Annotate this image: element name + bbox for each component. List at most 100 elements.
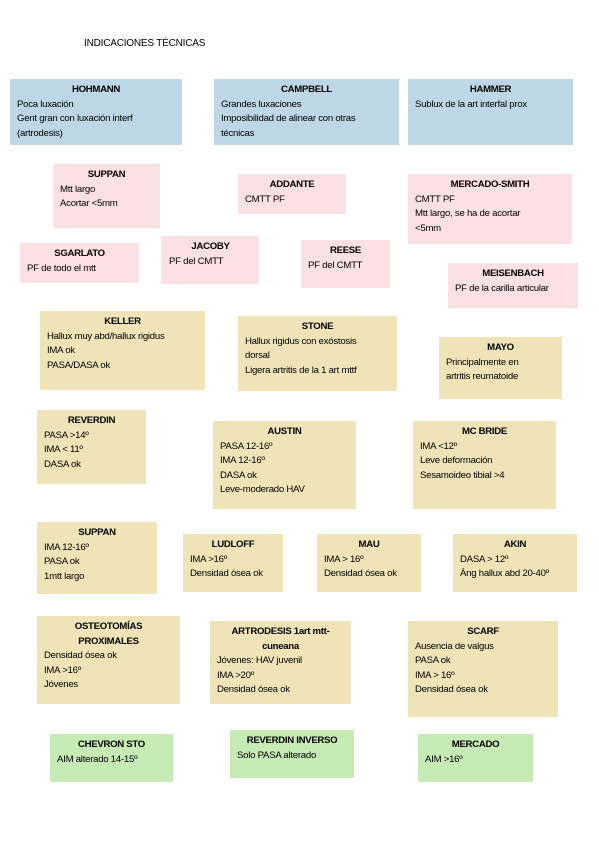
card-line: Hallux muy abd/hallux rigidus	[47, 330, 165, 342]
card-title: REVERDIN INVERSO	[246, 735, 338, 746]
card-title: STONE	[301, 321, 334, 332]
card-line: IMA > 16º	[415, 669, 455, 681]
card-line: PASA >14º	[44, 429, 89, 441]
card-suppan-2: SUPPAN IMA 12-16º PASA ok 1mtt largo	[37, 522, 157, 594]
card-title: OSTEOTOMÍAS PROXIMALES	[74, 621, 143, 647]
card-sgarlato: SGARLATO PF de todo el mtt	[20, 243, 139, 283]
card-meisenbach: MEISENBACH PF de la carilla articular	[448, 263, 578, 308]
card-line: Sesamoideo tibial >4	[420, 469, 505, 481]
card-title: SGARLATO	[54, 248, 105, 259]
card-title: REVERDIN	[67, 415, 116, 426]
card-mercado-smith: MERCADO-SMITH CMTT PF Mtt largo, se ha d…	[408, 174, 572, 244]
card-line: (artrodesis)	[17, 127, 63, 139]
card-line: AIM >16º	[425, 753, 463, 765]
card-reverdin-inverso: REVERDIN INVERSO Solo PASA alterado	[230, 730, 354, 778]
card-title: CAMPBELL	[281, 84, 332, 95]
card-line: IMA < 11º	[44, 444, 83, 456]
card-line: DASA > 12º	[460, 553, 509, 565]
card-akin: AKIN DASA > 12º Áng hallux abd 20-40º	[453, 534, 577, 592]
card-line: DASA ok	[44, 458, 81, 470]
card-line: Densidad ósea ok	[190, 568, 263, 580]
card-title: LUDLOFF	[211, 539, 255, 550]
card-title: MAYO	[487, 342, 514, 353]
card-ludloff: LUDLOFF IMA >16º Densidad ósea ok	[183, 534, 283, 592]
card-stone: STONE Hallux rigidus con exóstosis dorsa…	[238, 316, 397, 391]
card-line: PF de la carilla articular	[455, 282, 549, 294]
card-hohmann: HOHMANN Poca luxación Gent gran con luxa…	[10, 79, 182, 145]
card-line: Sublux de la art interfal prox	[415, 98, 527, 110]
card-line: 1mtt largo	[44, 570, 85, 582]
card-jacoby: JACOBY PF del CMTT	[161, 236, 259, 284]
card-line: IMA 12-16º	[44, 541, 89, 553]
card-title: AKIN	[503, 539, 527, 550]
card-title: REESE	[329, 245, 362, 256]
card-line: IMA > 16º	[324, 553, 364, 565]
card-line: CMTT PF	[415, 193, 455, 205]
card-line: PF del CMTT	[308, 259, 363, 271]
card-title: HOHMANN	[72, 84, 120, 95]
card-title: CHEVRON STO	[78, 739, 145, 750]
card-line: Grandes luxaciones	[221, 98, 302, 110]
card-line: PASA ok	[415, 655, 451, 667]
card-line: PF de todo el mtt	[27, 262, 96, 274]
card-line: Mtt largo, se ha de acortar	[415, 208, 521, 220]
card-line: Ausencia de valgus	[415, 640, 494, 652]
card-line: <5mm	[415, 222, 441, 234]
card-mc-bride: MC BRIDE IMA <12º Leve deformación Sesam…	[413, 421, 556, 509]
card-title: SUPPAN	[78, 527, 116, 538]
card-suppan-1: SUPPAN Mtt largo Acortar <5mm	[53, 164, 160, 228]
card-title: MERCADO	[451, 739, 500, 750]
card-line: Leve deformación	[420, 455, 493, 467]
card-title: SCARF	[467, 626, 499, 637]
card-mau: MAU IMA > 16º Densidad ósea ok	[317, 534, 421, 592]
card-line: IMA >20º	[217, 669, 254, 681]
card-line: Áng hallux abd 20-40º	[460, 568, 549, 580]
card-line: técnicas	[221, 127, 255, 139]
card-line: Leve-moderado HAV	[220, 484, 305, 496]
card-line: Solo PASA alterado	[237, 749, 317, 761]
card-title: AUSTIN	[267, 426, 302, 437]
card-line: Densidad ósea ok	[324, 568, 397, 580]
card-line: Principalmente en	[446, 356, 519, 368]
card-austin: AUSTIN PASA 12-16º IMA 12-16º DASA ok Le…	[213, 421, 356, 509]
card-title: JACOBY	[191, 241, 230, 252]
card-line: Poca luxación	[17, 98, 74, 110]
card-line: AIM alterado 14-15º	[57, 753, 138, 765]
card-title: ARTRODESIS 1art mtt-cuneana	[231, 626, 330, 652]
page-title: INDICACIONES TÉCNICAS	[84, 38, 206, 49]
card-line: Imposibilidad de alinear con otras	[221, 113, 356, 125]
card-line: IMA >16º	[44, 664, 81, 676]
card-title: MERCADO-SMITH	[450, 179, 530, 190]
card-line: DASA ok	[220, 469, 257, 481]
card-line: IMA <12º	[420, 440, 457, 452]
card-addante: ADDANTE CMTT PF	[238, 174, 346, 214]
card-scarf: SCARF Ausencia de valgus PASA ok IMA > 1…	[408, 621, 558, 717]
card-title: MAU	[358, 539, 380, 550]
card-reese: REESE PF del CMTT	[301, 240, 390, 288]
card-line: IMA ok	[47, 345, 75, 357]
card-line: Gent gran con luxación interf	[17, 113, 133, 125]
card-reverdin: REVERDIN PASA >14º IMA < 11º DASA ok	[37, 410, 146, 484]
card-title: HAMMER	[469, 84, 512, 95]
card-line: Jóvenes: HAV juvenil	[217, 655, 302, 667]
card-line: Jóvenes	[44, 679, 78, 691]
card-mercado: MERCADO AIM >16º	[418, 734, 533, 782]
card-line: PF del CMTT	[169, 255, 224, 267]
card-title: SUPPAN	[87, 169, 126, 180]
card-hammer: HAMMER Sublux de la art interfal prox	[408, 79, 573, 145]
card-artrodesis: ARTRODESIS 1art mtt-cuneana Jóvenes: HAV…	[210, 621, 351, 704]
card-line: artritis reumatoide	[446, 371, 519, 383]
card-keller: KELLER Hallux muy abd/hallux rigidus IMA…	[40, 311, 205, 390]
card-line: IMA >16º	[190, 553, 227, 565]
card-line: PASA ok	[44, 556, 80, 568]
card-line: PASA/DASA ok	[47, 359, 110, 371]
card-line: Hallux rigidus con exóstosis	[245, 335, 357, 347]
card-campbell: CAMPBELL Grandes luxaciones Imposibilida…	[214, 79, 399, 145]
card-line: Densidad ósea ok	[44, 650, 117, 662]
card-osteotomias: OSTEOTOMÍAS PROXIMALES Densidad ósea ok …	[37, 616, 180, 704]
card-title: MEISENBACH	[482, 268, 544, 279]
card-chevron-sto: CHEVRON STO AIM alterado 14-15º	[50, 734, 173, 782]
card-line: Densidad ósea ok	[217, 684, 290, 696]
card-line: Ligera artritis de la 1 art mttf	[245, 364, 357, 376]
card-line: IMA 12-16º	[220, 455, 265, 467]
